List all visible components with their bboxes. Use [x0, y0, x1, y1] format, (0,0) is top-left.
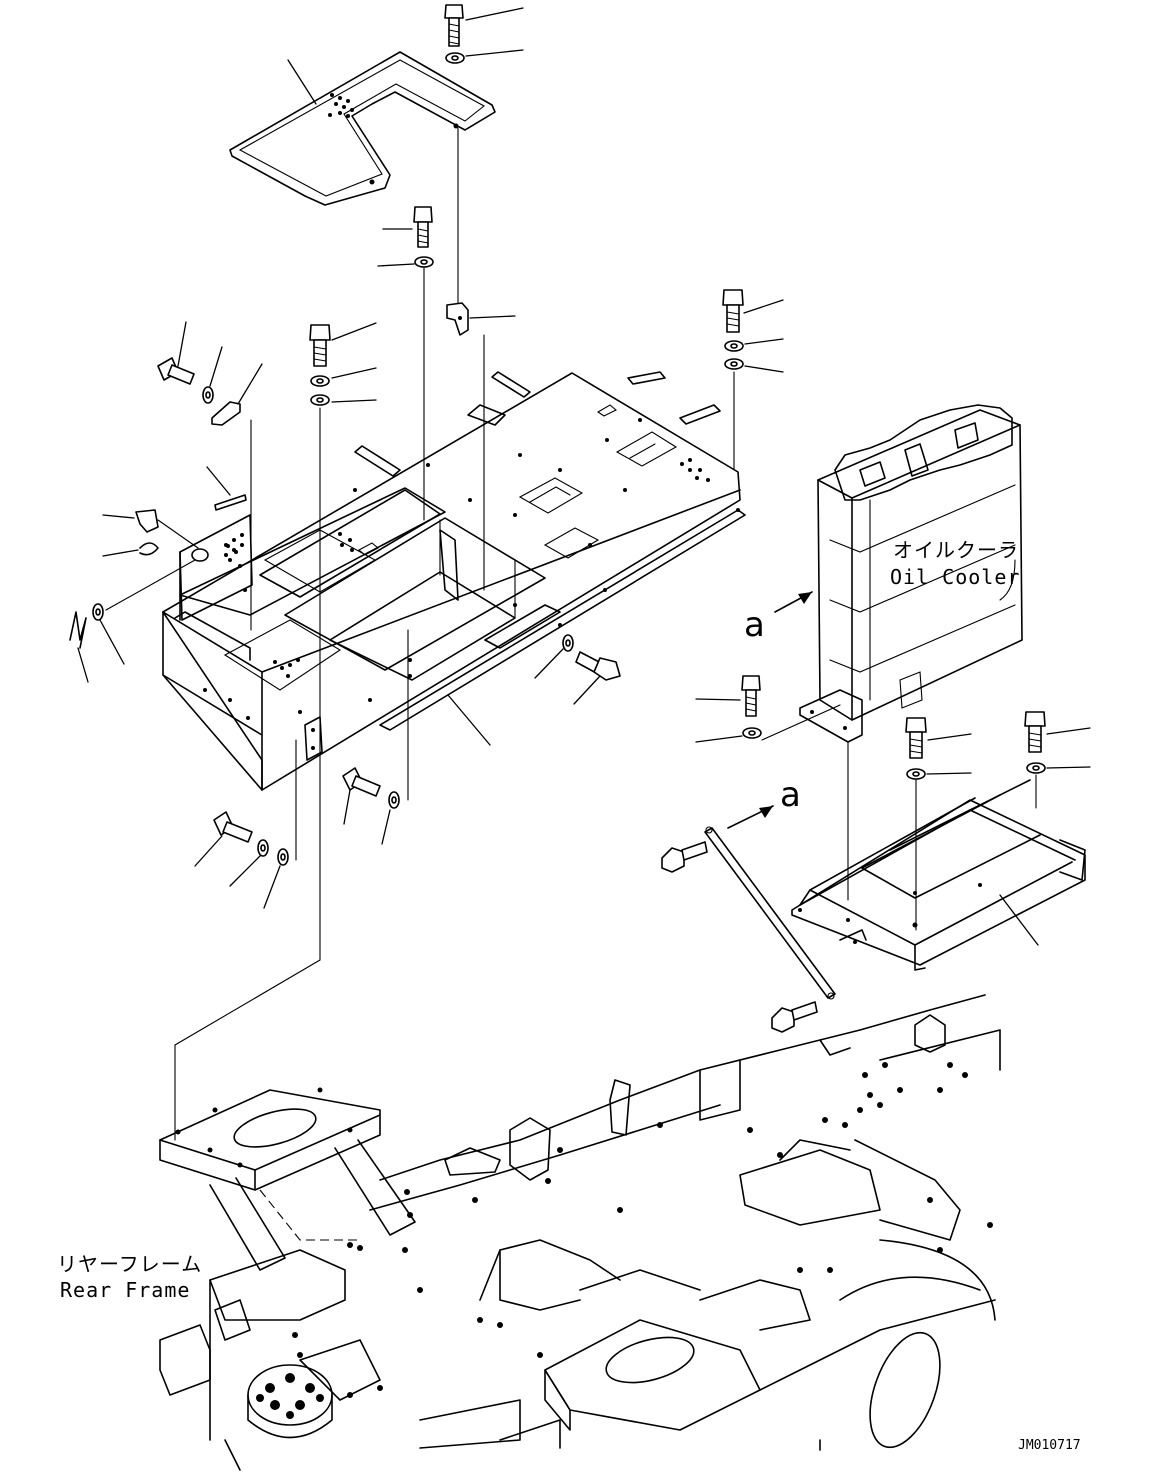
bolt-right-upper: [722, 289, 784, 333]
washer-right-box: [534, 634, 574, 679]
view-marker-label-2: a: [780, 775, 801, 815]
drawing-code: JM010717: [1018, 1438, 1081, 1453]
washer-right-upper-1: [724, 338, 784, 352]
view-marker-upper: a: [744, 591, 813, 645]
washer-lower-left-2: [263, 739, 297, 909]
washer-left-door: [92, 559, 196, 665]
cooler-mount-frame: [791, 779, 1086, 971]
bolt-cooler-right: [1024, 711, 1091, 753]
oil-cooler: オイルクーラ Oil Cooler: [799, 404, 1023, 743]
rear-frame: リヤーフレーム Rear Frame: [57, 994, 1001, 1471]
main-box-frame: [162, 371, 746, 791]
bolt-left-upper: [157, 321, 195, 385]
cotter-pin: [69, 611, 89, 683]
stay-rod: [704, 826, 836, 1000]
rear-frame-label-jp: リヤーフレーム: [57, 1252, 202, 1276]
washer-cooler-mid: [906, 768, 972, 931]
bolt-lower-left: [194, 811, 253, 867]
bolt-top-cover: [444, 4, 524, 47]
bolt-cooler-mid: [905, 717, 972, 759]
bolt-center-upper: [382, 206, 433, 248]
view-marker-label-1: a: [744, 605, 765, 645]
washer-center-upper: [377, 256, 434, 521]
guide-line-left: [174, 959, 321, 1141]
bolt-stay-lower: [771, 1001, 818, 1033]
clip-left: [102, 509, 199, 549]
side-door-panel: [179, 466, 253, 621]
bolt-right-box: [573, 651, 621, 705]
rear-frame-label-en: Rear Frame: [60, 1278, 190, 1302]
washer-left-center-1: [310, 367, 377, 387]
view-marker-lower: a: [727, 775, 801, 829]
washer-right-upper-2: [724, 358, 784, 471]
washer-left-upper: [202, 346, 223, 404]
washer-cooler-right: [1026, 762, 1091, 809]
washer-lower-left-1: [229, 839, 269, 887]
spring-clip-left: [102, 542, 159, 557]
bolt-cooler-left: [695, 675, 761, 717]
oil-cooler-label-jp: オイルクーラ: [893, 538, 1019, 562]
washer-cooler-left: [695, 704, 841, 743]
bolt-stay-upper: [661, 841, 708, 873]
washer-top-cover: [445, 49, 524, 306]
washer-lower-center: [381, 629, 409, 845]
washer-left-center-2: [310, 394, 377, 961]
bracket-clip: [446, 302, 516, 591]
bolt-lower-center: [342, 767, 381, 825]
top-cover-plate: [229, 51, 496, 206]
oil-cooler-label-en: Oil Cooler: [890, 565, 1020, 589]
bolt-left-center: [309, 322, 377, 367]
